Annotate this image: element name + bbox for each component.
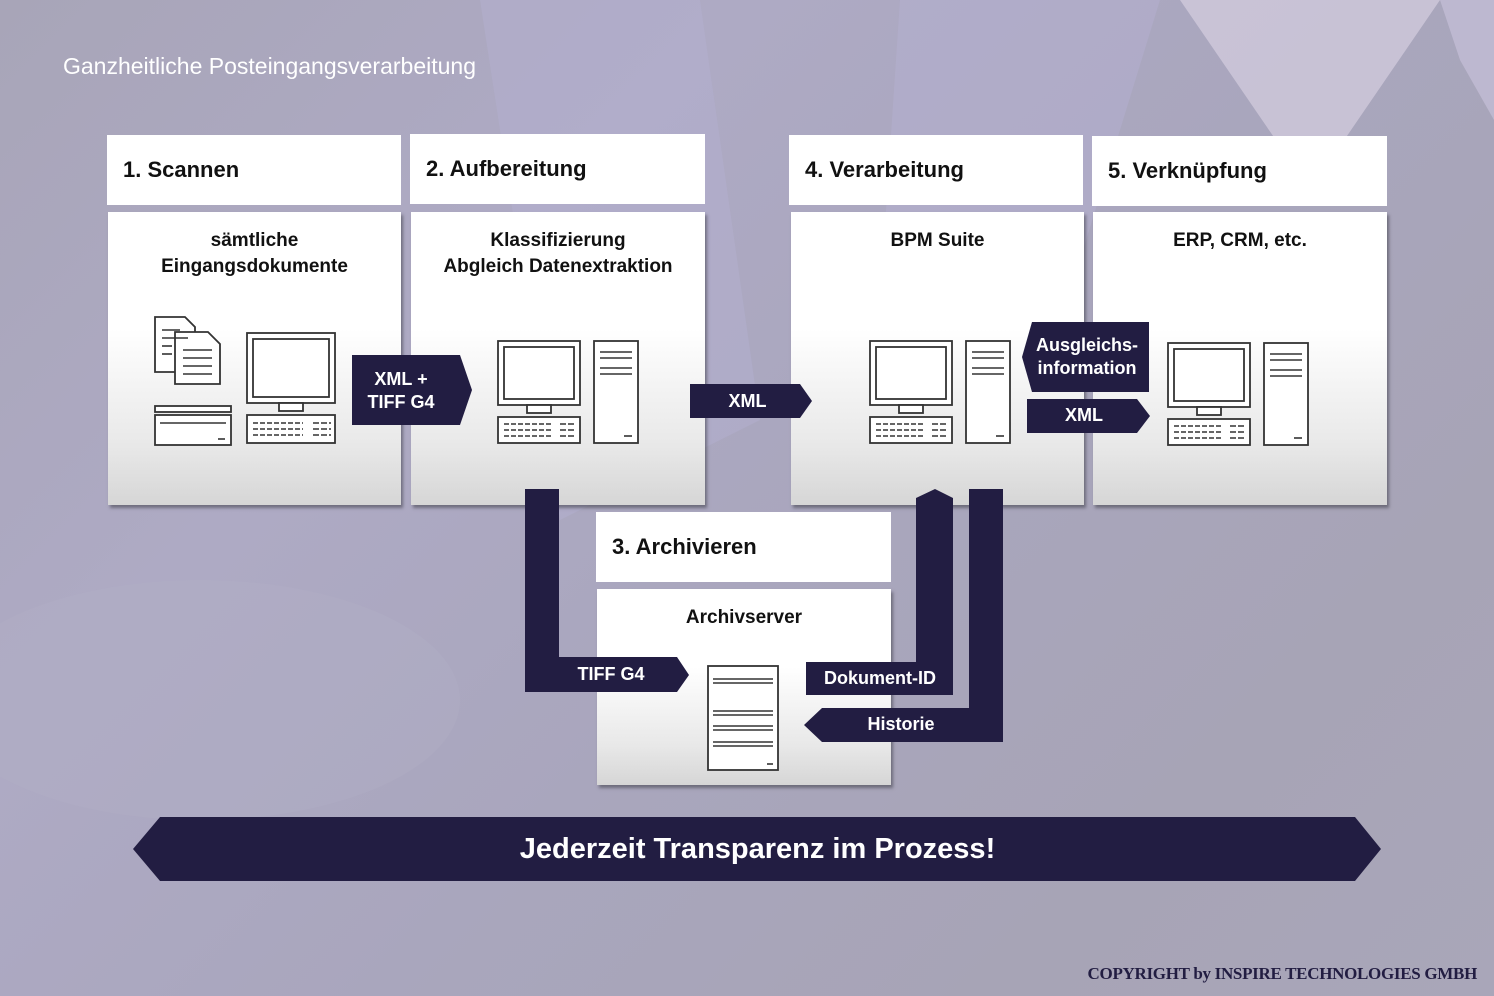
flow-label-line: XML + — [374, 369, 428, 389]
card-text-line: Klassifizierung — [490, 230, 626, 251]
card-text-line: sämtliche — [210, 230, 299, 251]
step-header-verknuepfung: 5. Verknüpfung — [1092, 136, 1387, 206]
scanner-icon — [154, 405, 232, 446]
card-text-line: BPM Suite — [890, 230, 985, 251]
flow-label-line: Ausgleichs- — [1035, 335, 1139, 355]
flow-label-archive-to-processing: Dokument-ID — [824, 668, 936, 688]
step-header-aufbereitung: 2. Aufbereitung — [410, 134, 705, 204]
flow-label-erp-to-processing: Ausgleichs- information — [1028, 334, 1146, 380]
workstation-icon — [1167, 342, 1309, 446]
flow-label-prep-to-archive: TIFF G4 — [577, 664, 645, 684]
step-header-verarbeitung: 4. Verarbeitung — [789, 135, 1083, 205]
card-text-line: Abgleich Datenextraktion — [443, 256, 673, 277]
card-text-line: ERP, CRM, etc. — [1173, 230, 1307, 251]
flow-label-line: information — [1037, 358, 1137, 378]
archive-document-icon — [707, 665, 779, 771]
workstation-icon — [497, 340, 639, 444]
computer-icon — [246, 332, 336, 444]
banner-text: Jederzeit Transparenz im Prozess! — [519, 833, 996, 865]
copyright: COPYRIGHT by INSPIRE TECHNOLOGIES GMBH — [1087, 964, 1478, 983]
card-text-line: Archivserver — [685, 607, 803, 628]
flow-label-processing-to-erp: XML — [1065, 405, 1103, 425]
step-header-archivieren: 3. Archivieren — [596, 512, 891, 582]
page-title: Ganzheitliche Posteingangsverarbeitung — [63, 53, 476, 79]
step-header-scannen: 1. Scannen — [107, 135, 401, 205]
documents-icon — [154, 316, 221, 385]
flow-label-processing-to-archive: Historie — [867, 714, 935, 734]
flow-label-prep-to-processing: XML — [728, 391, 767, 411]
flow-label-scan-to-prep: XML + TIFF G4 — [356, 368, 446, 414]
card-text-line: Eingangsdokumente — [161, 256, 348, 277]
workstation-icon — [869, 340, 1011, 444]
flow-label-line: TIFF G4 — [367, 392, 435, 412]
